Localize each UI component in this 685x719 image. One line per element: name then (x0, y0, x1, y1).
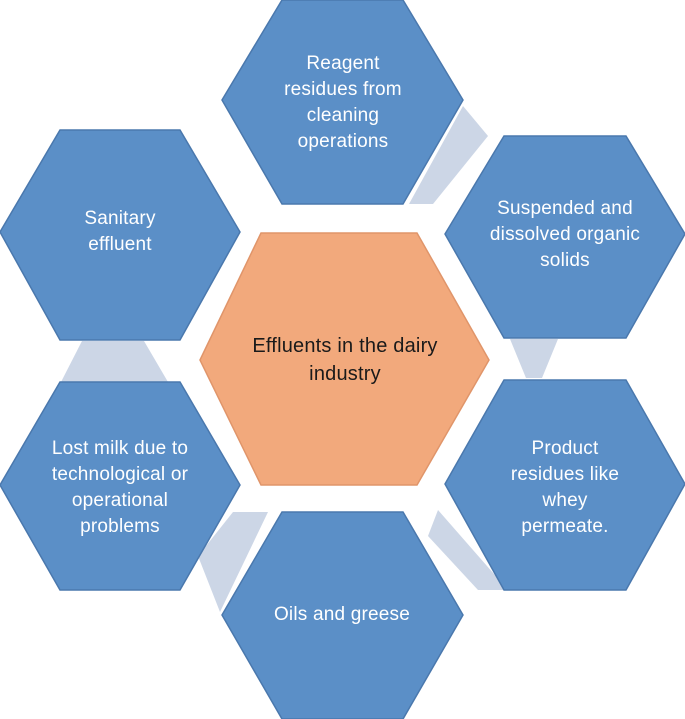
connector-suspended-product (510, 339, 558, 378)
hexagon-product (444, 379, 685, 591)
hexagon-reagent (221, 0, 464, 205)
connector-oils-lost-milk (198, 512, 268, 612)
label-product: Product residues like whey permeate. (510, 437, 620, 537)
label-suspended: Suspended and dissolved organic solids (489, 198, 641, 271)
hexagon-lost-milk (0, 381, 241, 591)
hexagon-suspended (444, 135, 685, 339)
center-label: Effluents in the dairy industry (252, 335, 438, 385)
hexagon-sanitary (0, 129, 241, 341)
hexagon-center (199, 232, 490, 486)
label-lost-milk: Lost milk due to technological or operat… (51, 437, 189, 537)
hexagon-oils (221, 511, 464, 719)
connector-product-oils (428, 510, 508, 590)
label-reagent: Reagent residues from cleaning operation… (284, 53, 402, 152)
label-sanitary: Sanitary effluent (84, 208, 156, 255)
label-oils: Oils and greese (273, 604, 411, 625)
connector-lost-milk-sanitary (61, 341, 168, 382)
connectors (61, 106, 558, 612)
connector-reagent-suspended (409, 106, 488, 204)
